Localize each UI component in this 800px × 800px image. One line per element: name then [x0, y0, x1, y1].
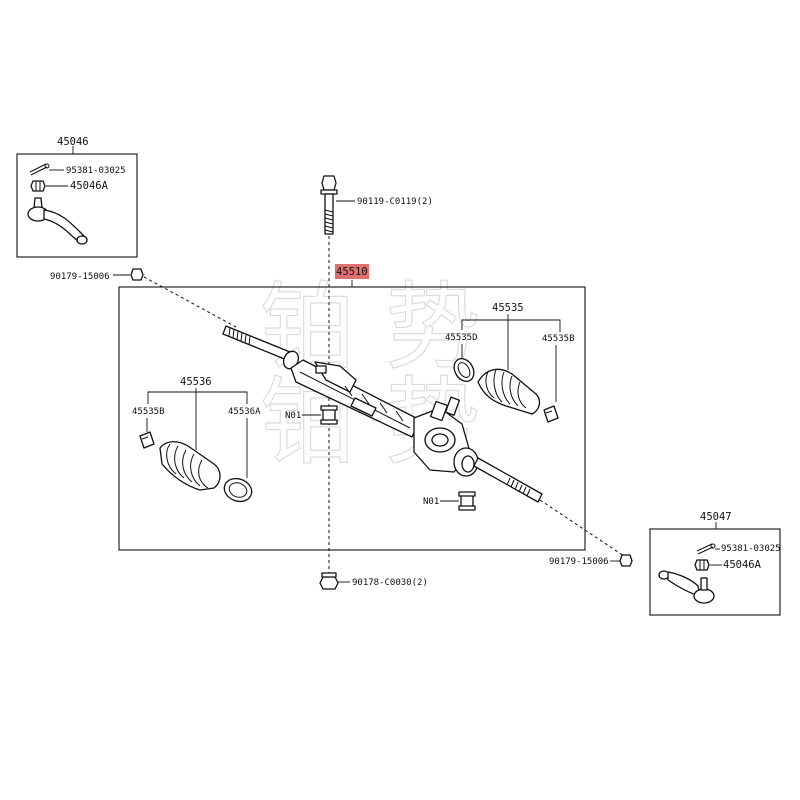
- left-tie-rod-end-box: [16, 153, 138, 258]
- right-tie-rod-end-icon: [658, 570, 715, 604]
- label-right-boot-kit[interactable]: 45535: [492, 302, 524, 314]
- label-bushing-upper[interactable]: N01: [285, 411, 301, 421]
- bushing-lower-icon: [458, 491, 476, 511]
- right-boot-kit-group[interactable]: 45535 45535D 45535B: [445, 302, 575, 423]
- label-right-boot-clip[interactable]: 45535B: [542, 334, 575, 344]
- left-assembly-dashline: [143, 276, 237, 328]
- mounting-bolt-icon: [320, 175, 338, 235]
- label-right-nut[interactable]: 45046A: [723, 559, 762, 571]
- left-castle-nut-icon: [30, 180, 46, 192]
- right-assembly-dashline: [539, 499, 625, 557]
- right-tie-rod-end-box: [649, 528, 781, 616]
- steering-rack-icon: [222, 325, 543, 503]
- right-boot-bellows-icon: [477, 368, 541, 415]
- left-tie-rod-end-icon: [27, 197, 88, 245]
- label-left-boot-kit[interactable]: 45536: [180, 376, 212, 388]
- label-rack-assembly[interactable]: 45510: [336, 266, 368, 278]
- right-boot-clamp-icon: [453, 358, 475, 382]
- label-left-tie-rod-end[interactable]: 45046: [57, 136, 89, 148]
- label-right-end-washer[interactable]: 90179-15006: [549, 557, 609, 567]
- label-left-end-washer[interactable]: 90179-15006: [50, 272, 110, 282]
- left-boot-bellows-icon: [159, 441, 221, 491]
- label-right-boot-clamp[interactable]: 45535D: [445, 333, 478, 343]
- bushing-upper-icon: [320, 405, 338, 425]
- left-boot-kit-group[interactable]: 45536 45535B 45536A: [132, 376, 261, 505]
- right-cotter-pin-icon: [696, 543, 716, 555]
- bottom-nut-icon: [319, 572, 339, 590]
- label-left-boot-clip[interactable]: 45535B: [132, 407, 165, 417]
- label-right-tie-rod-end[interactable]: 45047: [700, 511, 732, 523]
- right-boot-clip-icon: [543, 405, 559, 423]
- right-tie-rod-end-group[interactable]: 45047 95381-03025 45046A: [649, 511, 781, 616]
- highlight-rack-assembly: [335, 264, 369, 279]
- label-left-nut[interactable]: 45046A: [70, 180, 109, 192]
- label-bottom-nut[interactable]: 90178-C0030(2): [352, 578, 428, 588]
- label-bolt[interactable]: 90119-C0119(2): [357, 197, 433, 207]
- right-castle-nut-icon: [694, 559, 710, 571]
- left-cotter-pin-icon: [29, 163, 50, 176]
- left-boot-clamp-icon: [223, 477, 253, 503]
- right-end-washer-icon: [619, 554, 633, 567]
- left-tie-rod-end-group[interactable]: 45046 95381-03025 45046A: [16, 136, 138, 258]
- left-boot-clip-icon: [139, 431, 155, 449]
- label-left-cotter-pin[interactable]: 95381-03025: [66, 166, 126, 176]
- label-bushing-lower[interactable]: N01: [423, 497, 439, 507]
- label-left-boot-clamp[interactable]: 45536A: [228, 407, 261, 417]
- label-right-cotter-pin[interactable]: 95381-03025: [721, 544, 781, 554]
- left-end-washer-icon: [130, 268, 144, 281]
